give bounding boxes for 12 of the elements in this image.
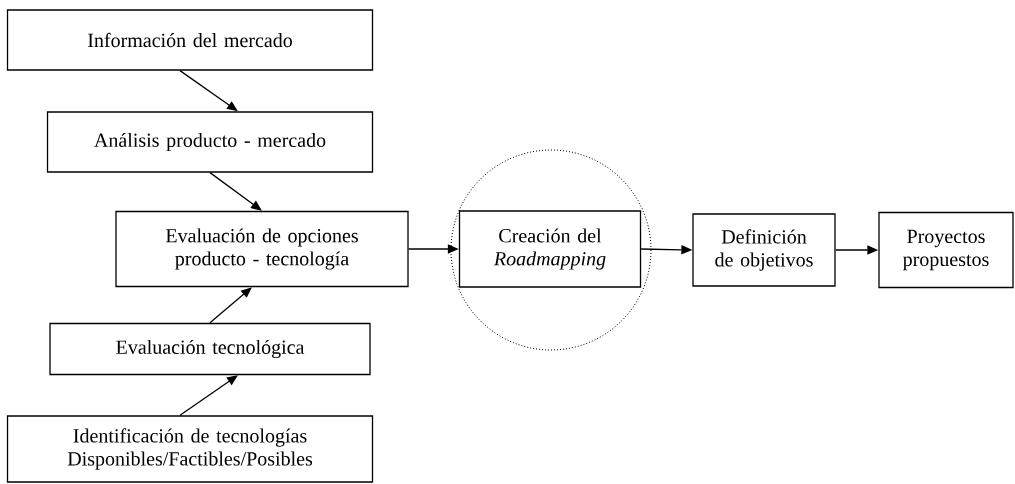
process-box: Identificación de tecnologías Disponibles/Factibles/Posibles [6,415,374,483]
arrow [179,375,238,416]
process-box: Evaluación de opciones producto - tecnología [115,210,409,288]
arrow [209,172,262,211]
process-box: Análisis producto - mercado [46,111,374,173]
arrow [209,287,252,324]
process-box: Proyectos propuestos [878,211,1014,289]
process-box: Evaluación tecnológica [49,322,371,376]
process-box: Creación del Roadmapping [458,210,642,288]
dotted-circle [450,149,652,351]
process-box: Definición de objetivos [692,213,836,287]
process-box: Información del mercado [6,9,374,71]
